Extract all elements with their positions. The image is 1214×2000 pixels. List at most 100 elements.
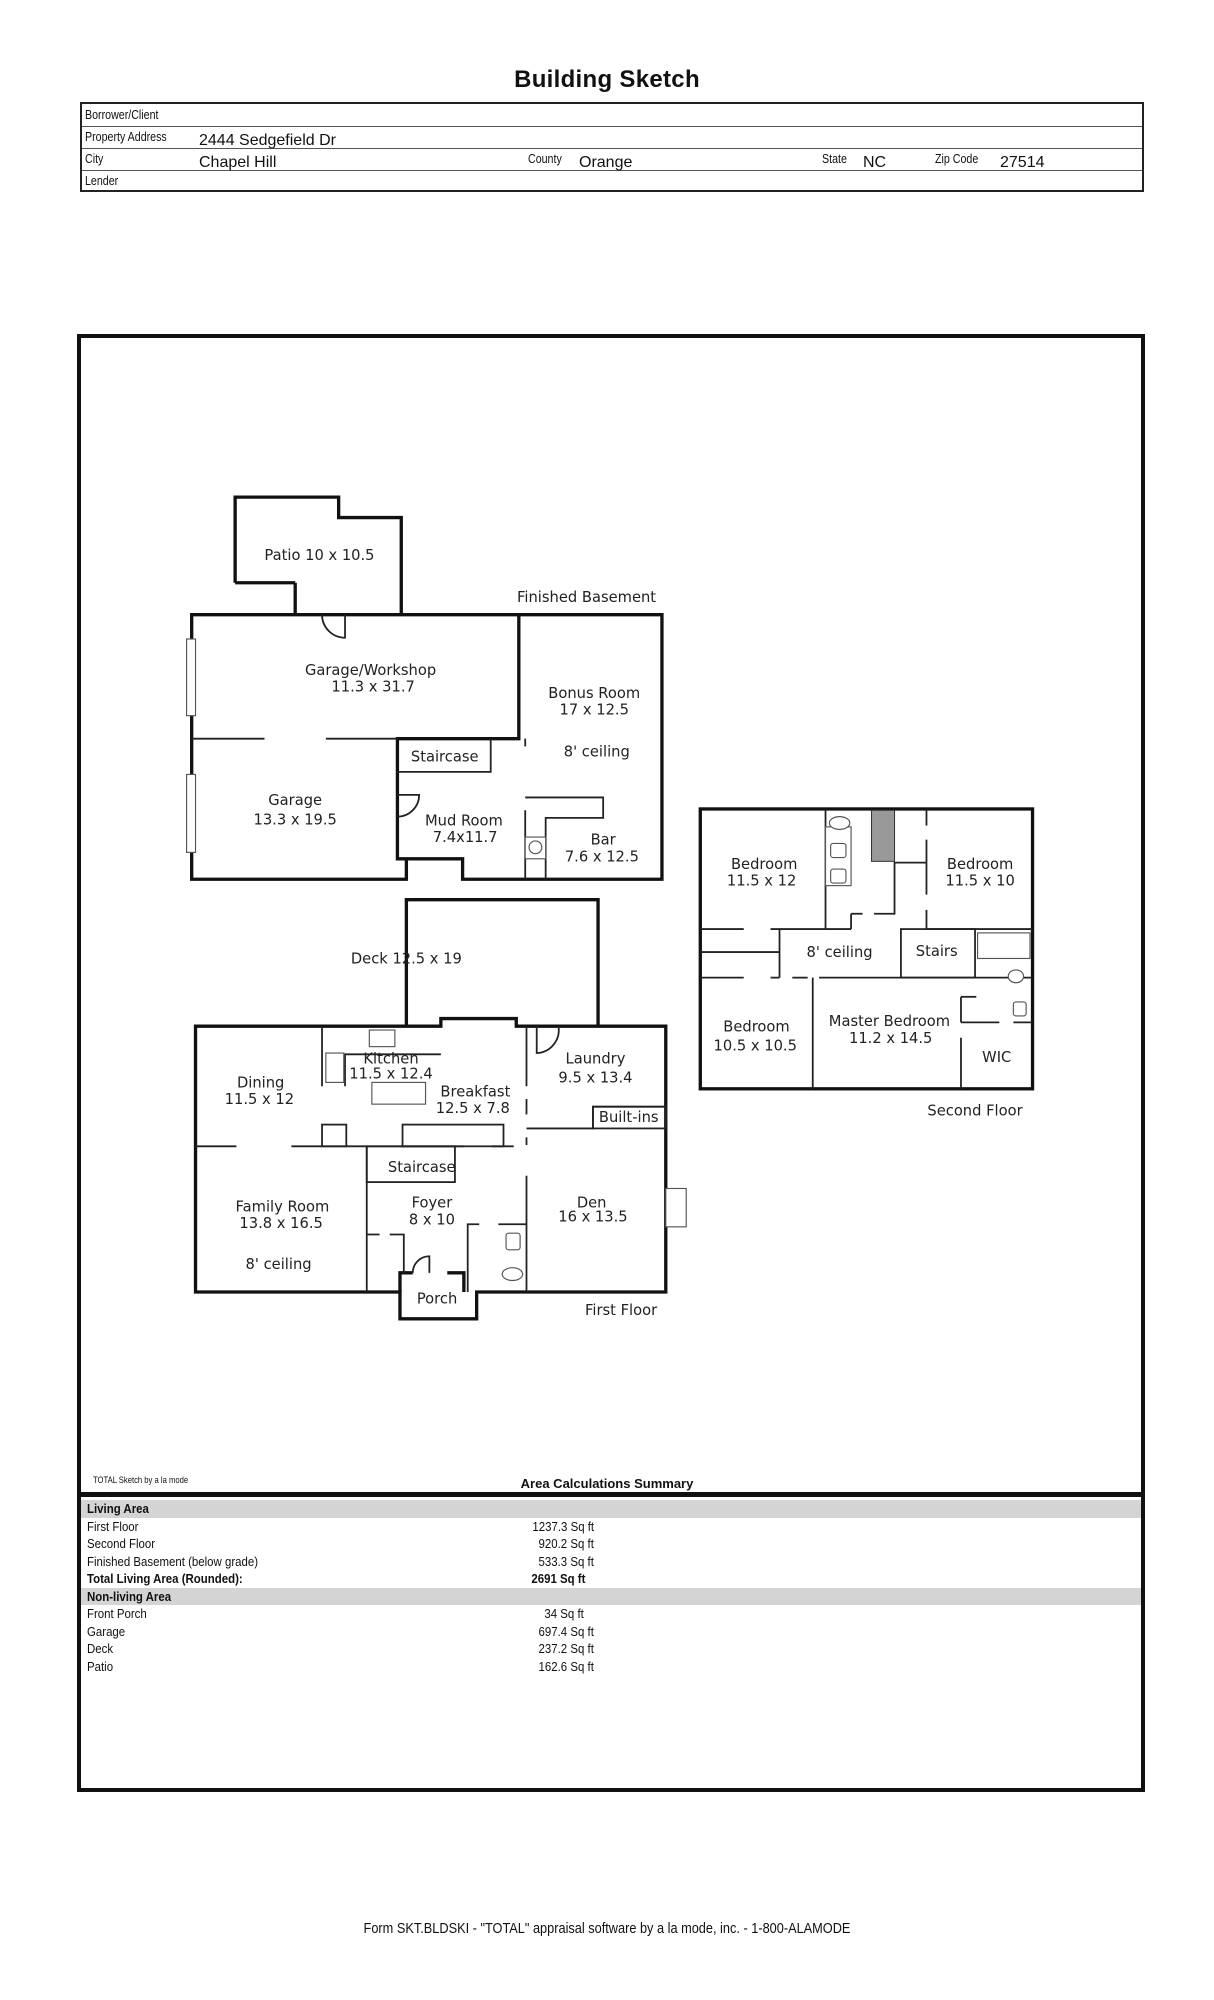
address-row: Property Address 2444 Sedgefield Dr <box>82 126 1142 149</box>
borrower-label: Borrower/Client <box>85 107 159 122</box>
total-value: 2691 Sq ft <box>530 1571 585 1586</box>
room-label: Staircase <box>388 1159 456 1176</box>
row-value: 920.2 Sq ft <box>538 1536 594 1551</box>
door <box>397 794 421 818</box>
room-label: Stairs <box>916 943 958 960</box>
nonliving-area-header: Non-living Area <box>81 1587 1141 1605</box>
room-label: Garage/Workshop <box>305 662 436 679</box>
area-summary: Living Area First Floor 1237.3 Sq ft Seco… <box>81 1500 1141 1675</box>
county-value: Orange <box>579 154 633 171</box>
row-label: First Floor <box>87 1518 139 1534</box>
summary-row: Patio 162.6 Sq ft <box>81 1658 1141 1676</box>
room-label: Staircase <box>411 749 479 766</box>
summary-row: First Floor 1237.3 Sq ft <box>81 1518 1141 1536</box>
total-row: Total Living Area (Rounded): 2691 Sq ft <box>81 1570 1141 1588</box>
address-label: Property Address <box>85 129 167 144</box>
window <box>185 638 197 717</box>
room-label: WIC <box>982 1049 1011 1066</box>
room-label: Master Bedroom <box>829 1013 950 1030</box>
city-row: City Chapel Hill County Orange State NC … <box>82 148 1142 171</box>
room-label: Bedroom <box>947 856 1013 873</box>
sink-icon <box>368 1029 396 1048</box>
door <box>411 1255 431 1273</box>
room-label: Kitchen <box>363 1050 418 1067</box>
zip-label: Zip Code <box>935 151 979 166</box>
row-label: Garage <box>87 1623 126 1639</box>
row-label: Deck <box>87 1641 114 1656</box>
room-label: Breakfast <box>440 1083 510 1100</box>
room-dims: 10.5 x 10.5 <box>714 1037 797 1054</box>
room-label: Den <box>577 1195 607 1212</box>
room-label: Family Room <box>236 1198 330 1215</box>
second-floor-label: Second Floor <box>927 1103 1023 1120</box>
row-label: Front Porch <box>87 1606 147 1621</box>
row-label: Patio <box>87 1658 114 1674</box>
first-floor-plan: Deck 12.5 x 19 Kitchen 11.5 x 12.4 Dinin… <box>193 898 687 1321</box>
state-value: NC <box>863 154 887 171</box>
borrower-row: Borrower/Client <box>82 104 1142 127</box>
room-label: Built-ins <box>599 1109 659 1126</box>
room-label: Deck 12.5 x 19 <box>351 951 462 968</box>
page-title: Building Sketch <box>514 66 700 93</box>
room-dims: 11.5 x 12.4 <box>349 1066 432 1083</box>
stove-icon <box>325 1052 345 1083</box>
room-label: Foyer <box>412 1195 454 1212</box>
room-dims: 16 x 13.5 <box>558 1209 627 1226</box>
toilet-icon <box>828 816 851 830</box>
room-label: Garage <box>268 792 322 809</box>
lender-label: Lender <box>85 173 119 188</box>
section-label: Living Area <box>87 1501 149 1516</box>
room-label: Bedroom <box>723 1018 789 1035</box>
room-dims: 9.5 x 13.4 <box>558 1069 632 1086</box>
state-label: State <box>822 151 847 166</box>
room-dims: 17 x 12.5 <box>560 701 629 718</box>
room-label: Porch <box>417 1290 457 1307</box>
kitchen-island <box>371 1081 427 1105</box>
room-label: Dining <box>237 1075 284 1092</box>
summary-title: Area Calculations Summary <box>520 1476 694 1491</box>
room-dims: 11.5 x 10 <box>945 873 1014 890</box>
row-value: 1237.3 Sq ft <box>532 1518 594 1534</box>
room-label: Bedroom <box>731 856 797 873</box>
row-label: Second Floor <box>87 1536 156 1551</box>
second-floor-plan: Bedroom 11.5 x 12 Bedroom 11.5 x 10 8' c… <box>698 807 1035 1120</box>
form-footer: Form SKT.BLDSKI - "TOTAL" appraisal soft… <box>363 1920 851 1937</box>
city-label: City <box>85 151 104 166</box>
row-value: 533.3 Sq ft <box>538 1553 594 1569</box>
fireplace-icon <box>665 1187 687 1228</box>
total-label: Total Living Area (Rounded): <box>87 1571 243 1586</box>
toilet-icon <box>1007 969 1025 984</box>
county-label: County <box>528 151 562 166</box>
room-dims: 8 x 10 <box>409 1211 455 1228</box>
window <box>185 773 197 853</box>
city-value: Chapel Hill <box>199 154 277 171</box>
room-dims: 11.3 x 31.7 <box>331 678 414 695</box>
room-dims: 11.2 x 14.5 <box>849 1030 932 1047</box>
row-value: 162.6 Sq ft <box>538 1658 594 1674</box>
zip-value: 27514 <box>1000 154 1045 171</box>
property-info-table: Borrower/Client Property Address 2444 Se… <box>80 102 1144 192</box>
toilet-icon <box>501 1267 524 1282</box>
row-value: 34 Sq ft <box>544 1606 584 1621</box>
first-floor-label: First Floor <box>585 1302 658 1319</box>
divider <box>80 1492 1142 1497</box>
room-label: Bonus Room <box>548 685 640 702</box>
living-area-header: Living Area <box>81 1500 1141 1518</box>
basement-plan: Patio 10 x 10.5 Finished Basement Garage… <box>185 495 664 881</box>
sketch-frame <box>77 334 1145 1792</box>
row-value: 697.4 Sq ft <box>538 1623 594 1639</box>
room-label: Patio 10 x 10.5 <box>264 547 374 564</box>
section-label: Non-living Area <box>87 1588 172 1604</box>
room-dims: 13.3 x 19.5 <box>253 811 336 828</box>
summary-row: Front Porch 34 Sq ft <box>81 1605 1141 1623</box>
room-note: 8' ceiling <box>246 1256 312 1273</box>
room-label: Bar <box>591 832 617 849</box>
lender-row: Lender <box>82 170 1142 192</box>
row-label: Finished Basement (below grade) <box>87 1553 259 1569</box>
room-dims: 11.5 x 12 <box>727 873 796 890</box>
door <box>321 614 346 639</box>
summary-row: Finished Basement (below grade) 533.3 Sq … <box>81 1553 1141 1571</box>
shower-icon <box>871 809 896 862</box>
